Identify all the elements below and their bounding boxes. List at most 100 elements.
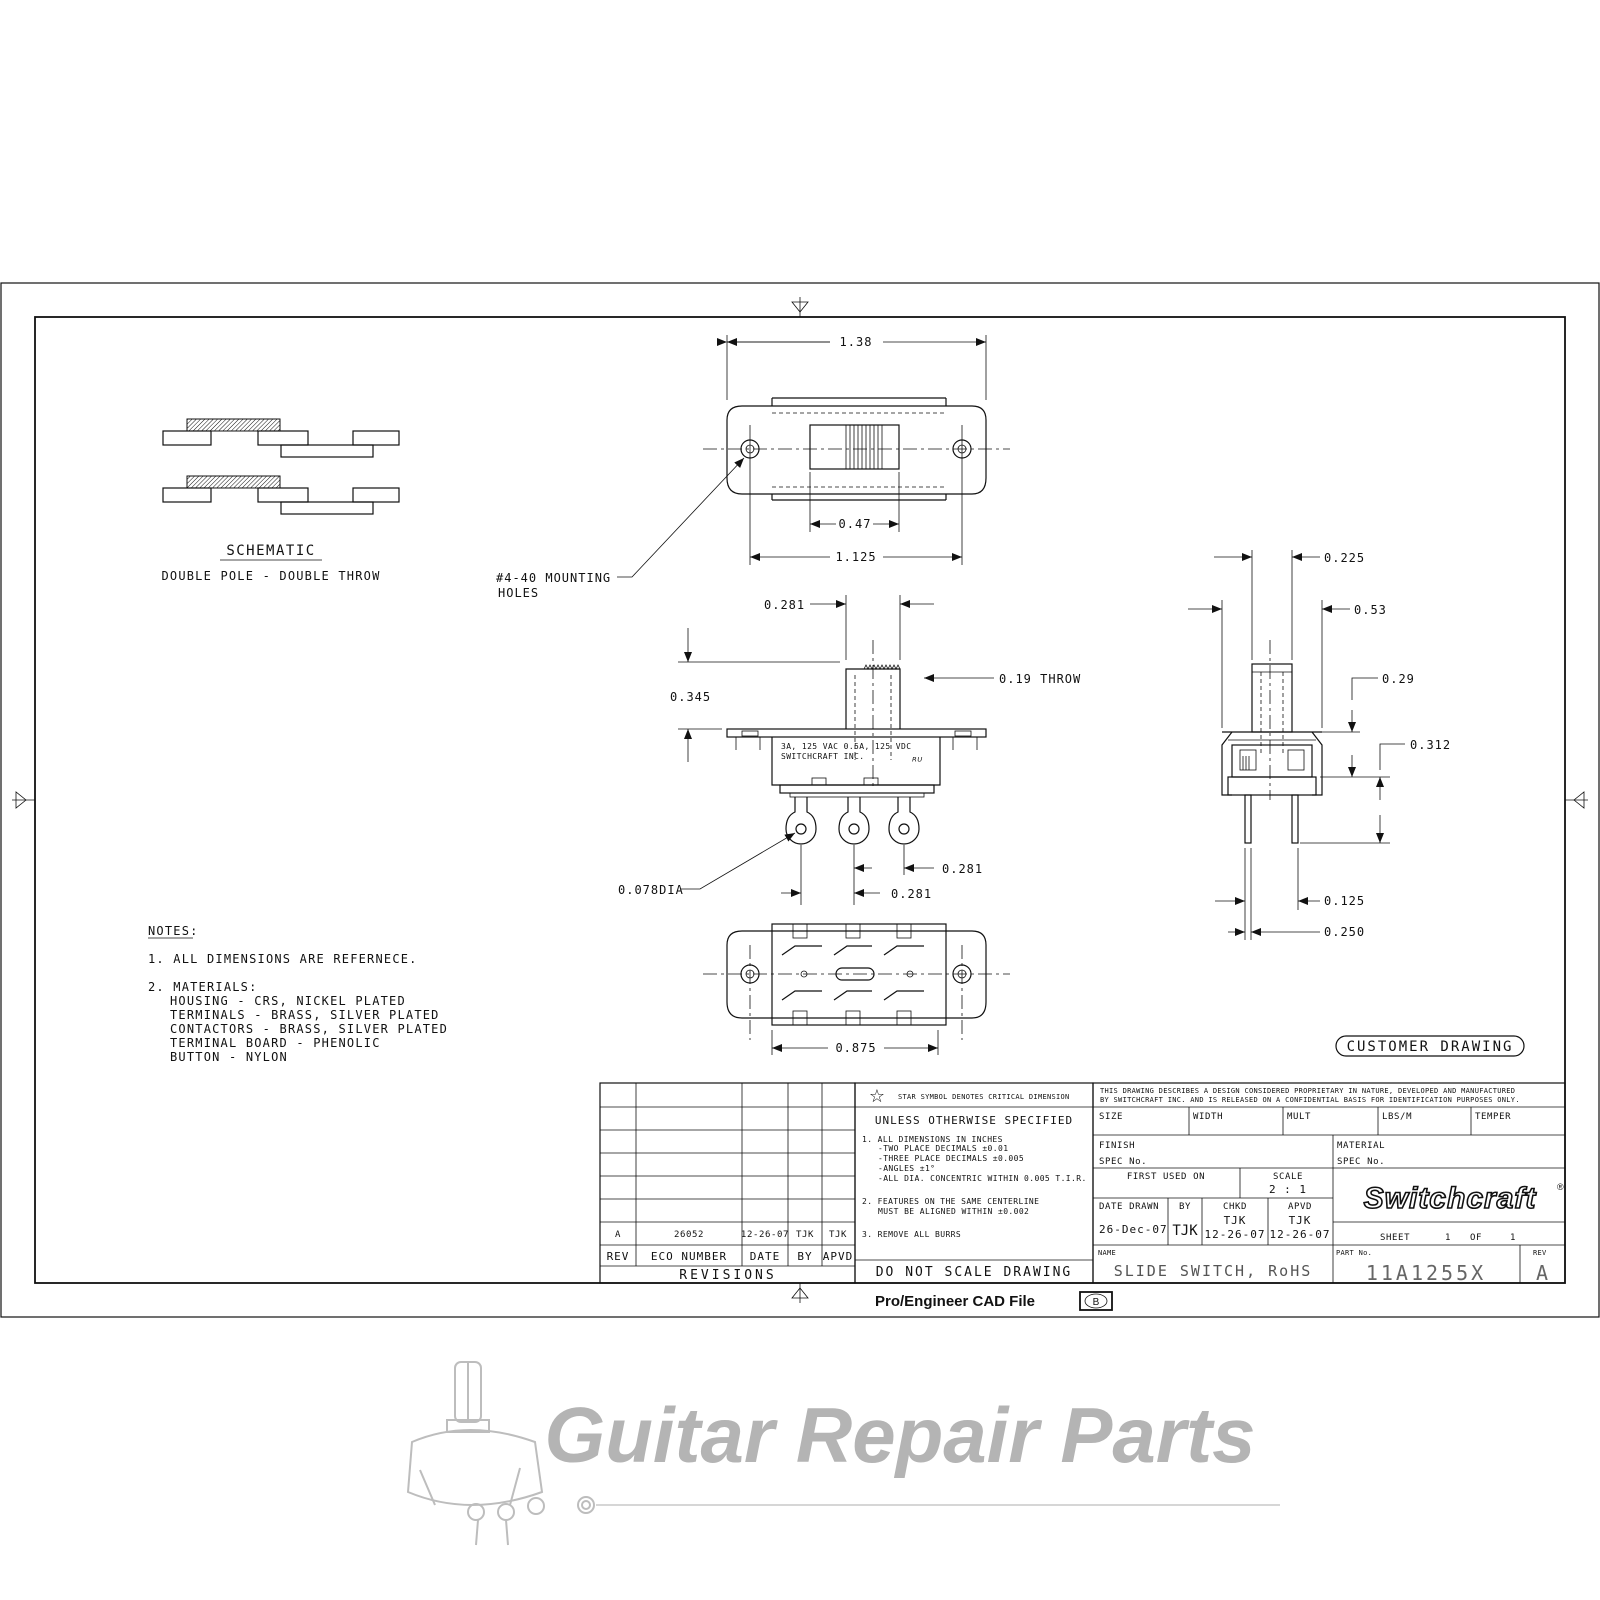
mounting-holes-label-1: #4-40 MOUNTING	[496, 571, 611, 585]
tolerance-2: -TWO PLACE DECIMALS ±0.01	[878, 1144, 1008, 1153]
unless-specified: UNLESS OTHERWISE SPECIFIED	[875, 1114, 1073, 1127]
tolerance-1: 1. ALL DIMENSIONS IN INCHES	[862, 1135, 1003, 1144]
size-label: SIZE	[1099, 1112, 1123, 1122]
end-view: 0.225 0.53 0.29 0.312 0.125 0.250	[1188, 550, 1451, 940]
tolerance-4: -ANGLES ±1°	[878, 1164, 935, 1173]
apvd-label: APVD	[1288, 1202, 1312, 1212]
registered-icon: ®	[1557, 1182, 1564, 1192]
chkd-label: CHKD	[1223, 1202, 1247, 1212]
scale-label: SCALE	[1273, 1172, 1303, 1182]
dim-0-29: 0.29	[1382, 672, 1415, 686]
dim-0-47: 0.47	[839, 517, 872, 531]
potentiometer-icon	[406, 1361, 595, 1546]
scale-value: 2 : 1	[1269, 1183, 1307, 1196]
brand-wordmark: Guitar Repair Parts	[545, 1391, 1256, 1479]
name-label: NAME	[1098, 1249, 1116, 1257]
by-label: BY	[1179, 1202, 1191, 1212]
width-label: WIDTH	[1193, 1112, 1223, 1122]
apvd-value: TJK	[1289, 1214, 1312, 1227]
customer-drawing-label: CUSTOMER DRAWING	[1347, 1039, 1514, 1055]
terminal-right	[888, 797, 920, 845]
tolerance-7: MUST BE ALIGNED WITHIN ±0.002	[878, 1207, 1029, 1216]
notes-heading: NOTES:	[148, 924, 199, 938]
date-drawn-label: DATE DRAWN	[1099, 1202, 1159, 1212]
rev-cell: A	[615, 1230, 621, 1240]
dim-0-250: 0.250	[1324, 925, 1365, 939]
sheet-value: 1	[1445, 1233, 1451, 1243]
apvd-cell: TJK	[829, 1230, 847, 1240]
part-number: 11A1255X	[1366, 1261, 1486, 1285]
sheet-label: SHEET	[1380, 1233, 1410, 1243]
revisions-table: A 26052 12-26-07 TJK TJK REV ECO NUMBER …	[599, 1082, 856, 1284]
by-cell: TJK	[796, 1230, 814, 1240]
dim-0-225: 0.225	[1324, 551, 1365, 565]
dim-0-281-bottom: 0.281	[891, 887, 932, 901]
tolerance-box: ☆ STAR SYMBOL DENOTES CRITICAL DIMENSION…	[854, 1082, 1094, 1284]
dim-0-875: 0.875	[835, 1041, 876, 1055]
material-button: BUTTON - NYLON	[170, 1050, 288, 1064]
spec-label-2: SPEC No.	[1337, 1157, 1385, 1167]
notes: NOTES: 1. ALL DIMENSIONS ARE REFERNECE. …	[148, 924, 448, 1064]
rating-text-2: SWITCHCRAFT INC.	[781, 752, 864, 761]
material-label: MATERIAL	[1337, 1141, 1385, 1151]
sheet-size-box	[1079, 1291, 1113, 1311]
chkd-value: TJK	[1224, 1214, 1247, 1227]
rev-label: REV	[1533, 1249, 1547, 1257]
apvd-header: APVD	[823, 1250, 854, 1263]
mounting-holes-label-2: HOLES	[498, 586, 539, 600]
side-view: 3A, 125 VAC 0.5A, 125 VDC SWITCHCRAFT IN…	[618, 595, 1080, 905]
centering-mark-bottom	[791, 1283, 809, 1303]
rating-text-1: 3A, 125 VAC 0.5A, 125 VDC	[781, 742, 911, 751]
finish-label: FINISH	[1099, 1141, 1135, 1151]
top-view: 1.38 0.47 1.125 #4-40 MOUNTING HOLES	[496, 335, 1010, 600]
bottom-view: 0.875	[703, 923, 1010, 1055]
tolerance-3: -THREE PLACE DECIMALS ±0.005	[878, 1154, 1024, 1163]
centering-mark-left	[12, 791, 35, 809]
part-no-label: PART No.	[1336, 1249, 1372, 1257]
eco-cell: 26052	[674, 1230, 704, 1240]
schematic-pole-1	[162, 418, 400, 458]
dim-0-078-dia: 0.078DIA	[618, 883, 684, 897]
star-note: STAR SYMBOL DENOTES CRITICAL DIMENSION	[898, 1093, 1070, 1101]
note-1: 1. ALL DIMENSIONS ARE REFERNECE.	[148, 952, 418, 966]
rev-value: A	[1536, 1261, 1548, 1285]
centering-mark-right	[1565, 791, 1588, 809]
tolerance-6: 2. FEATURES ON THE SAME CENTERLINE	[862, 1197, 1039, 1206]
switchcraft-logo: Switchcraft	[1364, 1182, 1538, 1215]
dim-1-38: 1.38	[840, 335, 873, 349]
of-label: OF	[1470, 1233, 1482, 1243]
guitar-repair-parts-logo: Guitar Repair Parts	[406, 1361, 1280, 1546]
dim-1-125: 1.125	[835, 550, 876, 564]
material-terminals: TERMINALS - BRASS, SILVER PLATED	[170, 1008, 440, 1022]
terminal-left	[785, 797, 817, 845]
date-header: DATE	[750, 1250, 781, 1263]
centering-mark-top	[791, 297, 809, 317]
schematic-subtitle: DOUBLE POLE - DOUBLE THROW	[161, 569, 380, 583]
dim-0-345: 0.345	[670, 690, 711, 704]
part-name: SLIDE SWITCH, RoHS	[1114, 1262, 1313, 1280]
date-cell: 12-26-07	[741, 1230, 789, 1240]
dim-0-281-right: 0.281	[942, 862, 983, 876]
terminal-center	[838, 797, 870, 845]
dim-0-312: 0.312	[1410, 738, 1451, 752]
apvd-date: 12-26-07	[1270, 1228, 1331, 1241]
schematic-title: SCHEMATIC	[226, 543, 315, 559]
customer-drawing-stamp: CUSTOMER DRAWING	[1335, 1035, 1525, 1057]
knob-grip	[845, 425, 883, 469]
of-value: 1	[1510, 1233, 1516, 1243]
note-2: 2. MATERIALS:	[148, 980, 258, 994]
ul-mark-icon: ᴿᵁ	[912, 755, 923, 768]
star-icon: ☆	[869, 1086, 885, 1107]
material-contactors: CONTACTORS - BRASS, SILVER PLATED	[170, 1022, 448, 1036]
first-used-label: FIRST USED ON	[1127, 1172, 1205, 1182]
chkd-date: 12-26-07	[1205, 1228, 1266, 1241]
dim-0-125: 0.125	[1324, 894, 1365, 908]
eco-header: ECO NUMBER	[651, 1250, 727, 1263]
schematic: SCHEMATIC DOUBLE POLE - DOUBLE THROW	[161, 418, 400, 583]
schematic-pole-2	[162, 475, 400, 515]
do-not-scale: DO NOT SCALE DRAWING	[876, 1265, 1073, 1280]
title-info: THIS DRAWING DESCRIBES A DESIGN CONSIDER…	[1092, 1082, 1566, 1285]
proprietary-1: THIS DRAWING DESCRIBES A DESIGN CONSIDER…	[1100, 1087, 1515, 1095]
tolerance-8: 3. REMOVE ALL BURRS	[862, 1230, 961, 1239]
